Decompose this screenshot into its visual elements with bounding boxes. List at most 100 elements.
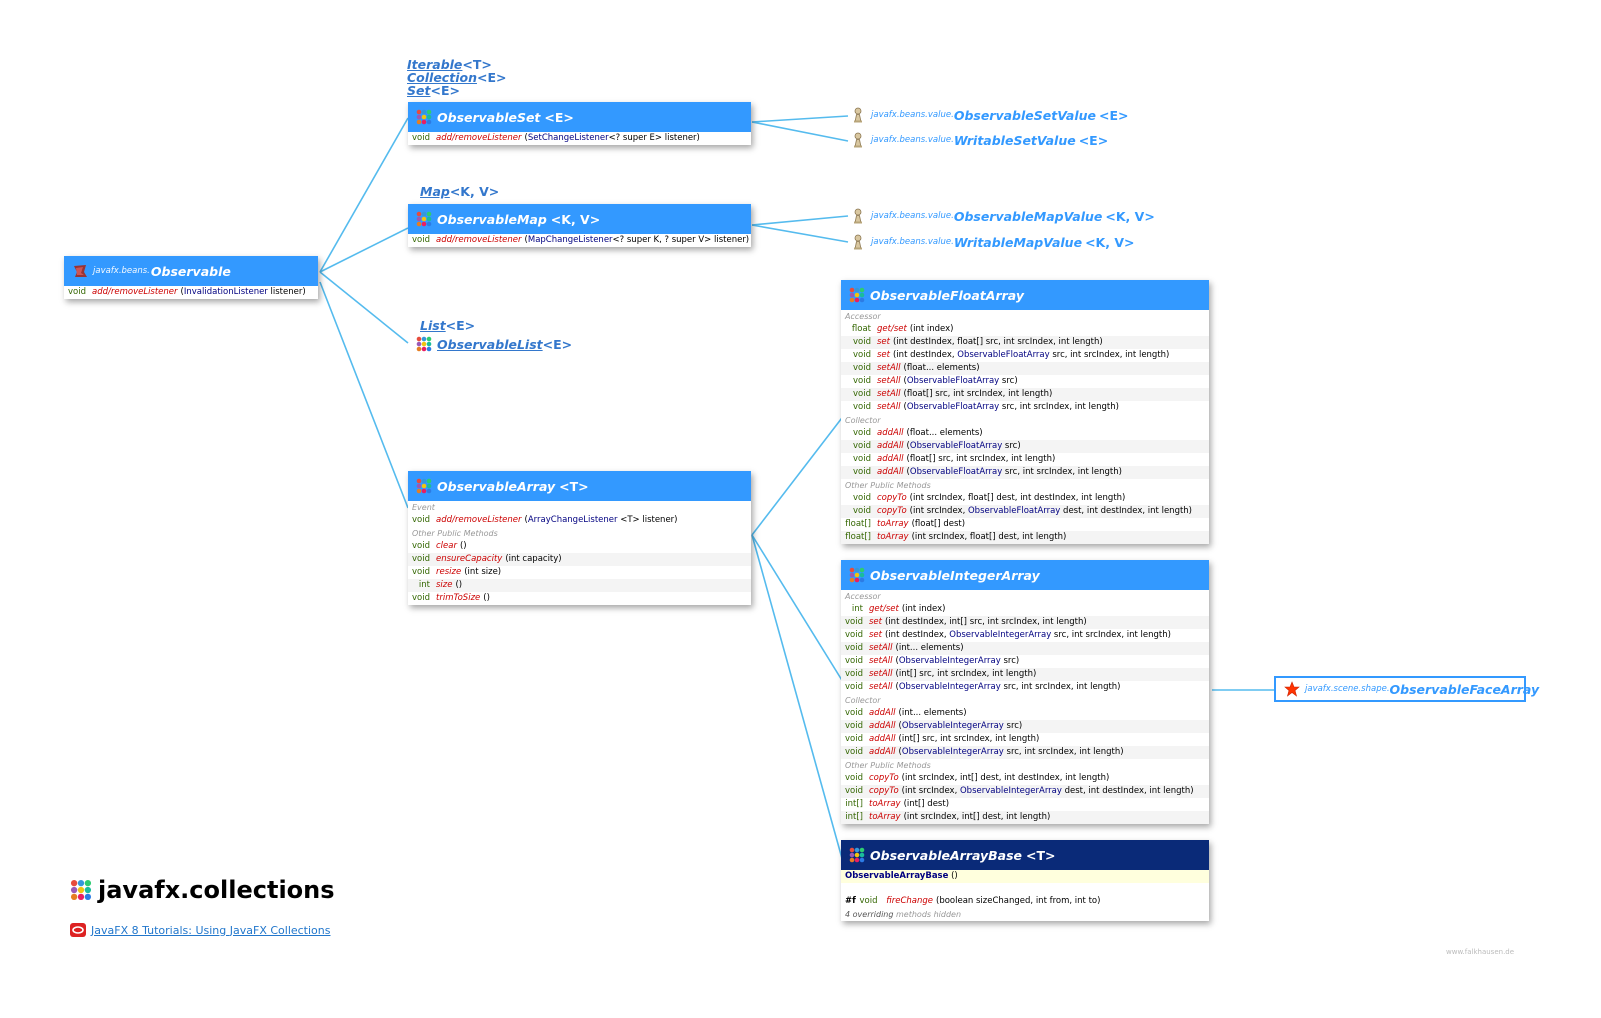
params: ( bbox=[906, 467, 910, 477]
link-set[interactable]: Set<E> bbox=[407, 83, 460, 98]
param-type[interactable]: MapChangeListener bbox=[527, 235, 613, 245]
link-collection[interactable]: Collection<E> bbox=[407, 70, 507, 85]
param-type[interactable]: ObservableIntegerArray bbox=[898, 656, 1001, 666]
param-type[interactable]: ObservableFloatArray bbox=[909, 441, 1003, 451]
observable-name: Observable bbox=[150, 263, 231, 279]
return-type: void bbox=[845, 669, 863, 679]
link-list[interactable]: List<E> bbox=[420, 318, 476, 333]
section-label: Collector bbox=[845, 696, 881, 705]
link-observable-list[interactable]: ObservableList<E> bbox=[416, 336, 572, 352]
interface-dots-icon bbox=[849, 567, 865, 583]
param-type[interactable]: ArrayChangeListener bbox=[527, 515, 618, 525]
star-icon bbox=[1284, 681, 1300, 697]
member-row[interactable]: int[]toArray(int[] dest) bbox=[841, 798, 1209, 811]
param-type[interactable]: ObservableIntegerArray bbox=[959, 786, 1062, 796]
return-type: void bbox=[853, 454, 871, 464]
param-type[interactable]: ObservableIntegerArray bbox=[898, 682, 1001, 692]
param-type[interactable]: ObservableIntegerArray bbox=[949, 630, 1052, 640]
param-type[interactable]: ObservableIntegerArray bbox=[901, 747, 1004, 757]
fire-change-row[interactable]: #f void fireChange(boolean sizeChanged, … bbox=[845, 896, 1101, 906]
observable-array-base-box[interactable]: ObservableArrayBase<T> ObservableArrayBa… bbox=[841, 840, 1209, 921]
method-name: setAll bbox=[877, 389, 901, 399]
return-type: void bbox=[853, 363, 871, 373]
link-map[interactable]: Map<K, V> bbox=[420, 184, 500, 199]
member-row[interactable]: float[]toArray(float[] dest) bbox=[841, 518, 1209, 531]
observable-set-value[interactable]: javafx.beans.value.ObservableSetValue<E> bbox=[850, 107, 1129, 123]
package-dots-icon bbox=[70, 879, 92, 901]
writable-set-value[interactable]: javafx.beans.value.WritableSetValue<E> bbox=[850, 132, 1108, 148]
link-iterable[interactable]: Iterable<T> bbox=[407, 57, 492, 72]
observable-integer-array-header[interactable]: ObservableIntegerArray bbox=[841, 560, 1209, 590]
params: ( bbox=[895, 656, 899, 666]
observable-set-header[interactable]: ObservableSet<E> bbox=[408, 102, 751, 132]
param-type[interactable]: InvalidationListener bbox=[183, 287, 268, 297]
param-type[interactable]: ObservableFloatArray bbox=[906, 376, 1000, 386]
param-type[interactable]: ObservableFloatArray bbox=[957, 350, 1050, 360]
observable-float-array-header[interactable]: ObservableFloatArray bbox=[841, 280, 1209, 310]
constructor-row[interactable]: ObservableArrayBase () bbox=[841, 870, 1209, 883]
return-type: void bbox=[845, 747, 863, 757]
observable-array-header[interactable]: ObservableArray<T> bbox=[408, 471, 751, 501]
observable-map-value[interactable]: javafx.beans.value.ObservableMapValue<K,… bbox=[850, 208, 1155, 224]
param-type[interactable]: ObservableIntegerArray bbox=[901, 721, 1004, 731]
tutorial-link[interactable]: JavaFX 8 Tutorials: Using JavaFX Collect… bbox=[70, 922, 331, 938]
member-row[interactable]: int[]toArray(int srcIndex, int[] dest, i… bbox=[841, 811, 1209, 824]
member-row[interactable]: float[]toArray(int srcIndex, float[] des… bbox=[841, 531, 1209, 544]
observable-header[interactable]: javafx.beans.Observable bbox=[64, 256, 318, 286]
writable-map-value[interactable]: javafx.beans.value.WritableMapValue<K, V… bbox=[850, 234, 1134, 250]
params: (float... elements) bbox=[903, 363, 980, 373]
params: (int srcIndex, bbox=[901, 786, 960, 796]
observable-face-array-box[interactable]: javafx.scene.shape.ObservableFaceArray bbox=[1274, 676, 1539, 702]
return-type: void bbox=[853, 441, 871, 451]
param-type[interactable]: ObservableFloatArray bbox=[906, 402, 1000, 412]
observable-array-base-header[interactable]: ObservableArrayBase<T> bbox=[841, 840, 1209, 870]
param-type[interactable]: ObservableFloatArray bbox=[909, 467, 1003, 477]
params: (int... elements) bbox=[898, 708, 967, 718]
param-type[interactable]: ObservableFloatArray bbox=[967, 506, 1061, 516]
param-type[interactable]: SetChangeListener bbox=[527, 133, 609, 143]
section-label: Other Public Methods bbox=[412, 529, 498, 538]
observable-map-header[interactable]: ObservableMap<K, V> bbox=[408, 204, 751, 234]
